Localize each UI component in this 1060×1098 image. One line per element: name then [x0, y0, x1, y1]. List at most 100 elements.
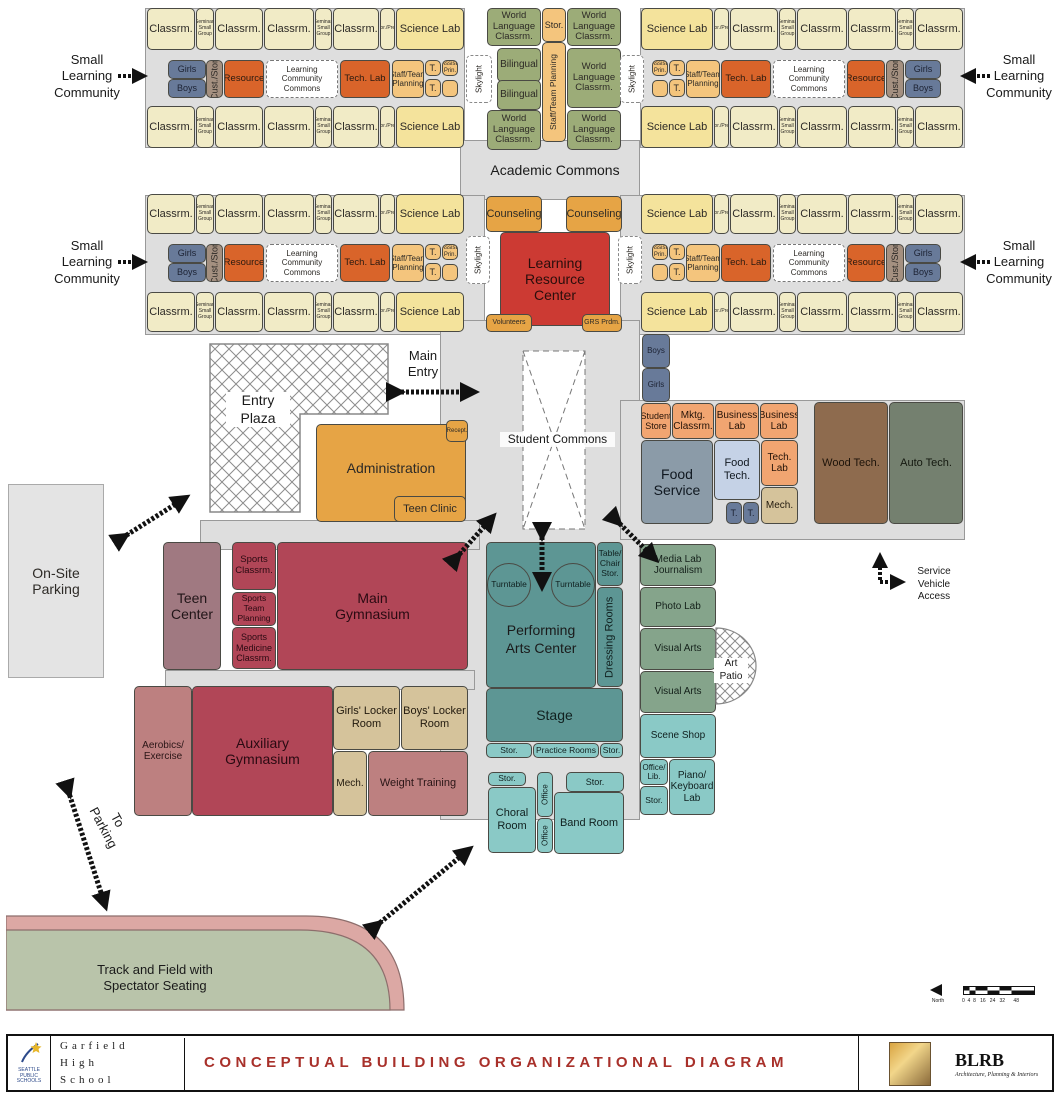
world-language-2: World Language Classrm.: [487, 110, 541, 150]
tech-lab-mw: Tech. Lab: [340, 244, 390, 282]
classroom-mw-1: Classrm.: [147, 194, 195, 234]
academic-commons-label: Academic Commons: [490, 162, 620, 178]
entry-plaza-area: [209, 343, 389, 513]
entry-plaza-label: Entry Plaza: [226, 392, 290, 427]
classroom-me-7: Classrm.: [848, 292, 896, 332]
small-office-me: [652, 264, 668, 281]
sports-medicine-classroom: Sports Medicine Classrm.: [232, 627, 276, 669]
circulation-arrows: [55, 68, 990, 941]
seminar-ne-3: Seminar/ Small Group: [779, 106, 796, 148]
girls-restroom-ne: Girls: [905, 60, 941, 79]
lc-commons-me: Learning Community Commons: [773, 244, 845, 282]
classroom-ne-1: Classrm.: [730, 8, 778, 50]
reception: Recept.: [446, 420, 468, 442]
science-lab-ne-1: Science Lab: [641, 8, 713, 50]
classroom-nw-5: Classrm.: [147, 106, 195, 148]
grs-prod-room: GRS Prdm.: [582, 314, 622, 332]
sports-team-planning: Sports Team Planning: [232, 592, 276, 626]
world-language-1: World Language Classrm.: [487, 8, 541, 46]
boys-locker-room: Boys' Locker Room: [401, 686, 468, 750]
seminar-mw-2: Seminar/ Small Group: [315, 194, 332, 234]
seminar-me-3: Seminar/ Small Group: [779, 292, 796, 332]
seminar-nw-4: Seminar/ Small Group: [315, 106, 332, 148]
classroom-mw-3: Classrm.: [264, 194, 314, 234]
stor-prep-nw-1: Stor./Prep.: [380, 8, 395, 50]
student-store: Student Store: [641, 403, 671, 439]
choral-storage: Stor.: [488, 772, 526, 786]
visual-arts-2: Visual Arts: [640, 671, 716, 713]
classroom-nw-4: Classrm.: [333, 8, 379, 50]
classroom-me-3: Classrm.: [848, 194, 896, 234]
seminar-ne-4: Seminar/ Small Group: [897, 106, 914, 148]
firm-name: BLRB: [955, 1050, 1005, 1070]
tech-lab-me: Tech. Lab: [721, 244, 771, 282]
auxiliary-gymnasium: Auxiliary Gymnasium: [192, 686, 333, 816]
turntable-2: Turntable: [551, 563, 595, 607]
bilingual-2: Bilingual: [497, 80, 541, 110]
classroom-ne-3: Classrm.: [848, 8, 896, 50]
toilet-mw-2: T.: [425, 263, 441, 281]
girls-locker-room: Girls' Locker Room: [333, 686, 400, 750]
resource-room-ne: Resource: [847, 60, 885, 98]
marketing-classroom: Mktg. Classrm.: [672, 403, 714, 439]
tech-lab-se: Tech. Lab: [761, 440, 798, 486]
assist-prin-mw: Assist. Prin.: [442, 244, 458, 260]
auto-tech: Auto Tech.: [889, 402, 963, 524]
arrow-to-parking: [55, 777, 111, 912]
performing-arts-label: Performing Arts Center: [505, 622, 577, 656]
science-lab-ne-2: Science Lab: [641, 106, 713, 148]
track-and-field: [6, 915, 405, 1011]
arrow-media: [601, 505, 660, 564]
stor-prep-me-2: Stor./Prep.: [714, 292, 729, 332]
small-office-nw: [442, 80, 458, 97]
stor-prep-mw-2: Stor./Prep.: [380, 292, 395, 332]
district-logo-text: SEATTLE PUBLIC SCHOOLS: [16, 1067, 42, 1084]
staff-planning-nw: Staff/Team Planning: [392, 60, 424, 98]
classroom-me-4: Classrm.: [915, 194, 963, 234]
staff-planning-ne: Staff/Team Planning: [686, 60, 720, 98]
girls-restroom-me: Girls: [905, 244, 941, 263]
school-name-line3: School: [60, 1074, 115, 1086]
seminar-mw-3: Seminar/ Small Group: [196, 292, 214, 332]
assist-prin-nw: Assist. Prin.: [442, 60, 458, 76]
north-arrow-icon: [930, 984, 942, 996]
resource-room-me: Resource: [847, 244, 885, 282]
learning-resource-center: Learning Resource Center: [500, 232, 610, 326]
world-language-4: World Language Classrm.: [567, 48, 621, 108]
seminar-nw-2: Seminar/ Small Group: [315, 8, 332, 50]
seminar-ne-2: Seminar/ Small Group: [897, 8, 914, 50]
stage-storage-2: Stor.: [600, 743, 623, 758]
classroom-me-5: Classrm.: [730, 292, 778, 332]
service-access-label: Service Vehicle Access: [917, 566, 951, 602]
photo-lab: Photo Lab: [640, 587, 716, 627]
lc-commons-ne: Learning Community Commons: [773, 60, 845, 98]
scale-ticks: 0 4 8 16 24 32 48: [962, 998, 1019, 1004]
classroom-nw-1: Classrm.: [147, 8, 195, 50]
school-name-line2: High: [60, 1057, 98, 1069]
sports-classroom: Sports Classrm.: [232, 542, 276, 590]
girls-restroom-se: Girls: [642, 368, 670, 402]
piano-keyboard-lab: Piano/ Keyboard Lab: [669, 759, 715, 815]
lc-commons-nw: Learning Community Commons: [266, 60, 338, 98]
business-lab-1: Business Lab: [715, 403, 759, 439]
toilet-ne-2: T.: [669, 79, 685, 97]
science-lab-me-2: Science Lab: [641, 292, 713, 332]
assist-prin-ne: Assist. Prin.: [652, 60, 668, 76]
boys-restroom-mw: Boys: [168, 263, 206, 282]
science-lab-nw-2: Science Lab: [396, 106, 464, 148]
firm-tagline: Architecture, Planning & Interiors: [955, 1072, 1039, 1078]
toilet-se-1: T.: [726, 502, 742, 524]
on-site-parking: On-Site Parking: [8, 484, 104, 678]
classroom-me-8: Classrm.: [915, 292, 963, 332]
classroom-nw-3: Classrm.: [264, 8, 314, 50]
world-language-5: World Language Classrm.: [567, 110, 621, 150]
classroom-mw-7: Classrm.: [264, 292, 314, 332]
classroom-ne-2: Classrm.: [797, 8, 847, 50]
main-entry-label: Main Entry: [407, 348, 439, 380]
band-room: Band Room: [554, 792, 624, 854]
seminar-me-1: Seminar/ Small Group: [779, 194, 796, 234]
classroom-ne-8: Classrm.: [915, 106, 963, 148]
aerobics-exercise: Aerobics/ Exercise: [134, 686, 192, 816]
classroom-nw-2: Classrm.: [215, 8, 263, 50]
toilet-se-2: T.: [743, 502, 759, 524]
